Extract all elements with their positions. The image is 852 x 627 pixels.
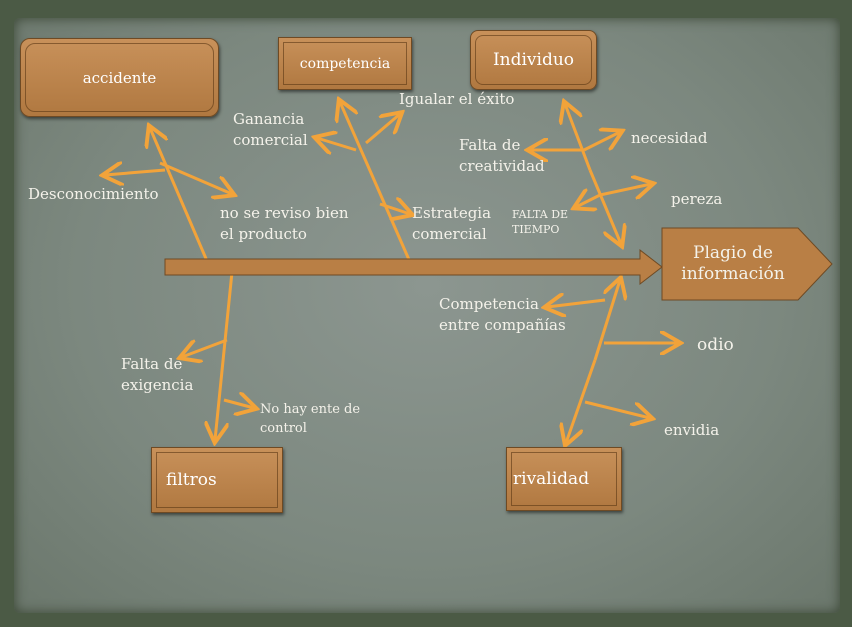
- arrow-ganancia: [317, 138, 357, 150]
- category-label: accidente: [82, 68, 157, 87]
- cause-falta-exigencia: Falta de exigencia: [121, 355, 194, 394]
- paper-background: [14, 18, 840, 613]
- category-competencia: competencia: [278, 37, 412, 90]
- category-label: competencia: [299, 55, 391, 72]
- category-label: Individuo: [492, 50, 575, 70]
- category-label: rivalidad: [513, 469, 590, 489]
- cause-desconocimiento: Desconocimiento: [28, 185, 159, 203]
- cause-no-ente: No hay ente de control: [260, 402, 361, 436]
- bone-competencia: [340, 102, 412, 263]
- bone-individuo-up: [565, 104, 592, 171]
- cause-envidia: envidia: [664, 421, 720, 439]
- cause-no-reviso: no se reviso bien el producto: [220, 204, 349, 243]
- effect-label: Plagio de información: [681, 243, 785, 284]
- effect-box-shape: [661, 227, 833, 301]
- main-spine-arrow: [164, 248, 663, 286]
- cause-necesidad: necesidad: [631, 129, 708, 147]
- category-accidente: accidente: [20, 38, 219, 117]
- arrow-pereza: [599, 184, 651, 195]
- cause-competencia-companias: Competencia entre compañías: [439, 295, 566, 334]
- arrow-desconocimiento: [105, 170, 166, 175]
- cause-ganancia: Ganancia comercial: [233, 110, 308, 149]
- arrow-igualar: [365, 114, 400, 145]
- cause-falta-creatividad: Falta de creatividad: [459, 136, 545, 175]
- bone-rivalidad-down: [566, 359, 597, 443]
- cause-odio: odio: [697, 335, 734, 355]
- arrow-no-ente: [223, 400, 254, 408]
- arrow-no-reviso: [159, 161, 232, 194]
- bone-rivalidad-up: [593, 280, 620, 361]
- arrow-estrategia: [379, 204, 410, 214]
- category-filtros: filtros: [151, 447, 283, 513]
- cause-pereza: pereza: [671, 190, 723, 208]
- bone-filtros: [215, 271, 234, 440]
- cause-igualar: Igualar el éxito: [399, 90, 515, 108]
- category-individuo: Individuo: [470, 30, 597, 90]
- arrow-envidia: [584, 400, 650, 418]
- arrow-competencia-companias: [547, 300, 606, 307]
- category-label: filtros: [166, 470, 217, 490]
- cause-estrategia: Estrategia comercial: [412, 204, 492, 243]
- arrow-falta-exigencia: [182, 338, 228, 357]
- arrow-necesidad: [583, 132, 620, 152]
- category-rivalidad: rivalidad: [506, 447, 622, 511]
- bone-individuo-down: [588, 169, 621, 244]
- bone-accidente: [150, 128, 212, 269]
- arrow-falta-tiempo: [576, 195, 601, 207]
- cause-falta-tiempo: FALTA DE TIEMPO: [512, 208, 569, 236]
